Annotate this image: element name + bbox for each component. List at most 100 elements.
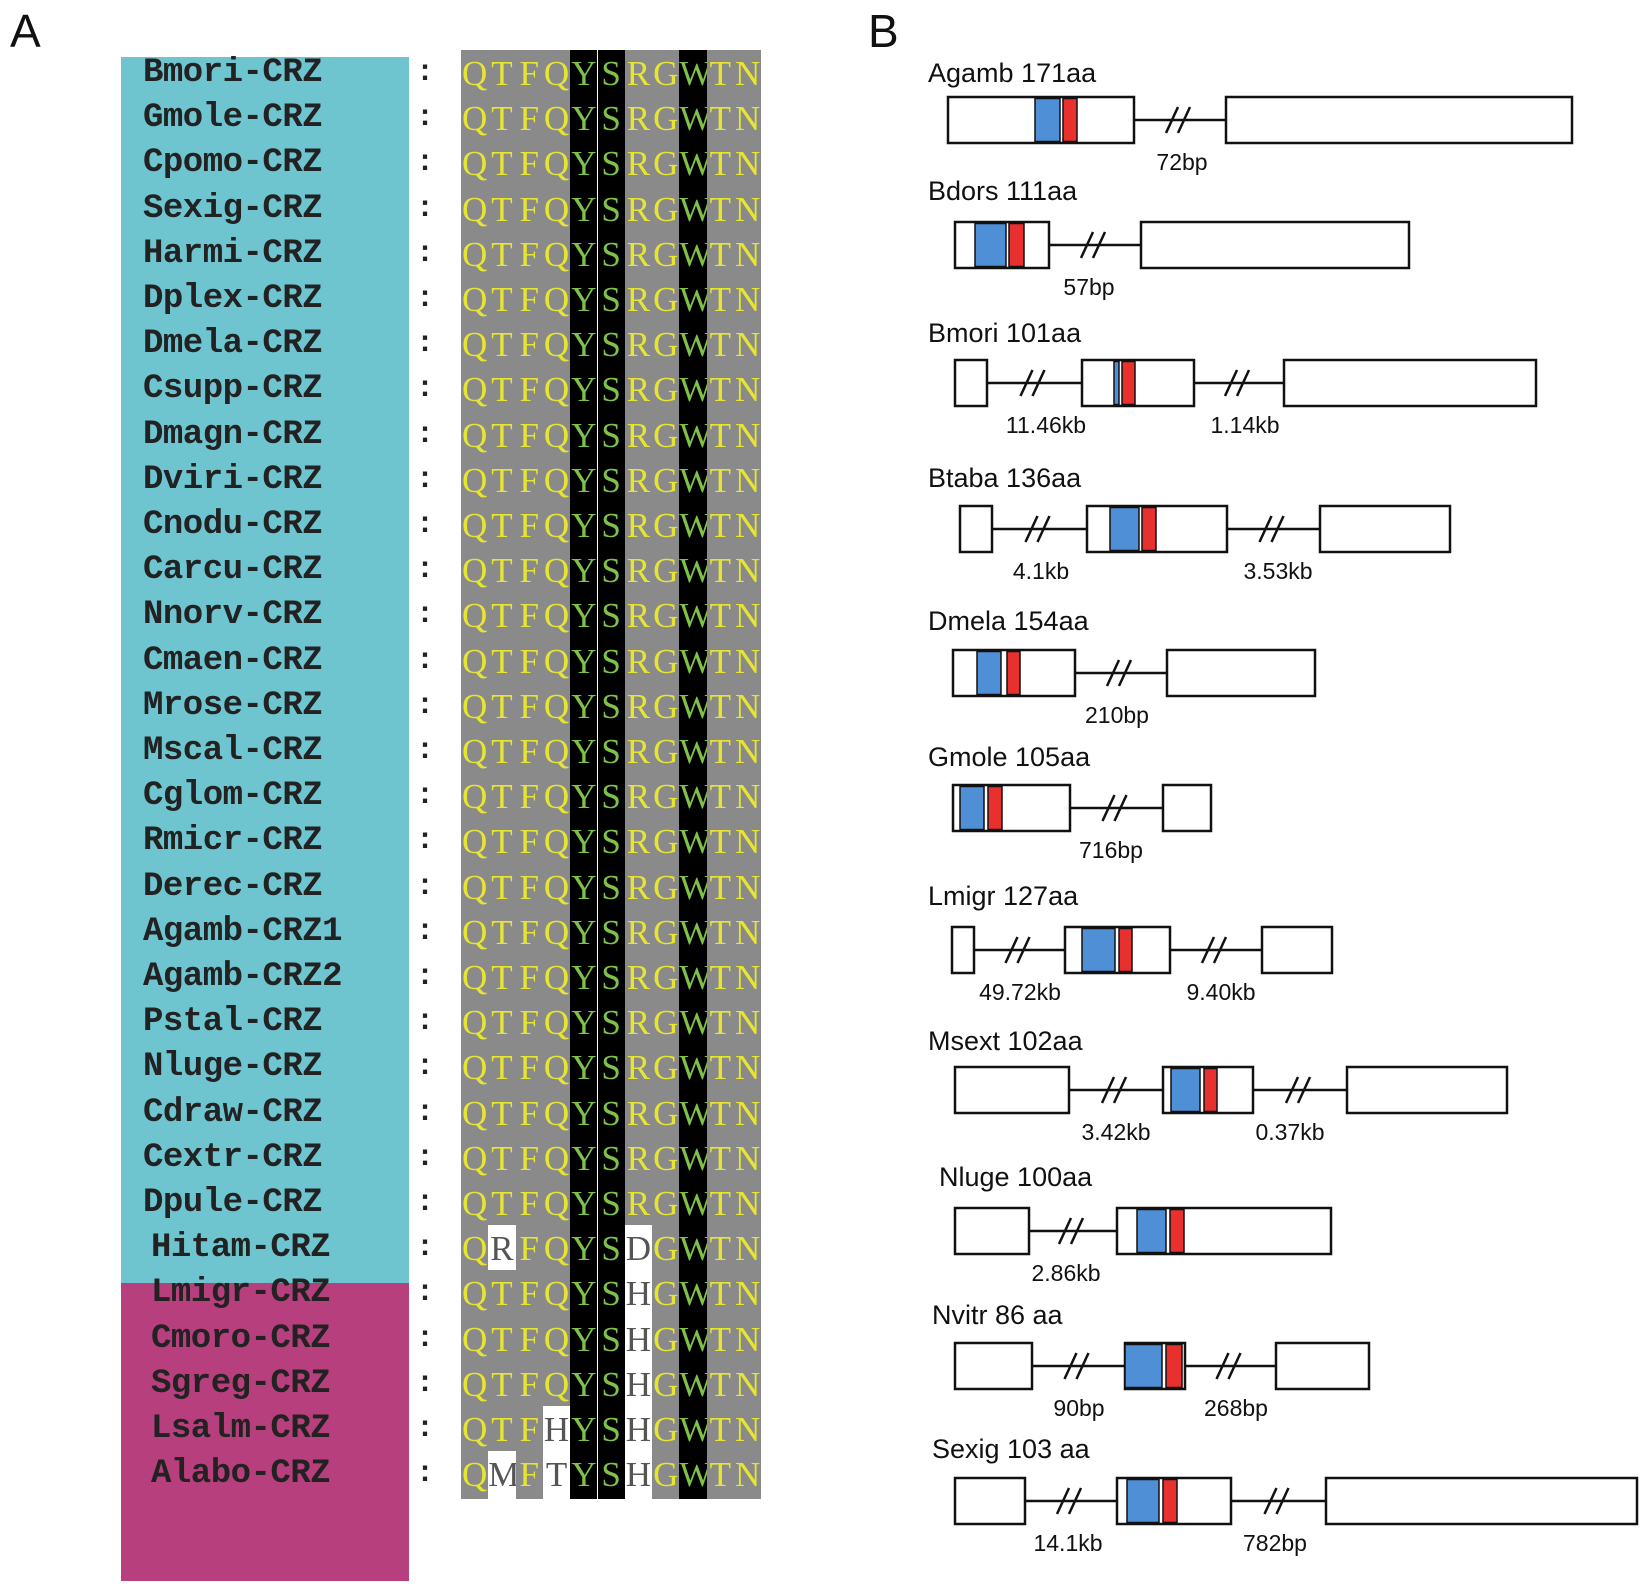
separator-colon: : [416, 1366, 435, 1401]
intron-length-label: 3.53kb [1243, 558, 1312, 584]
separator-colon: : [416, 327, 435, 362]
residue-cell: Q [542, 1180, 571, 1228]
residue-cell: T [706, 50, 734, 98]
residue-cell: F [515, 818, 543, 866]
intron-length-label: 268bp [1204, 1395, 1268, 1421]
residue-cell: T [706, 95, 734, 143]
residue-cell: N [734, 411, 762, 460]
break-mark [1024, 515, 1039, 543]
residue-cell: G [652, 773, 680, 821]
residue-cell: N [734, 818, 762, 866]
separator-colon: : [416, 1140, 435, 1175]
residue-cell: T [706, 185, 734, 234]
separator-colon: : [416, 1050, 435, 1085]
sequence-name: Dviri-CRZ [143, 460, 323, 499]
residue-cell: S [597, 999, 625, 1047]
exon-box [1274, 1341, 1371, 1391]
residue-cell: R [624, 818, 653, 866]
sequence-name: Harmi-CRZ [143, 234, 323, 273]
residue-cell: T [488, 50, 516, 98]
residue-cell: G [652, 999, 680, 1047]
residue-cell: T [488, 773, 516, 821]
residue-cell: Y [570, 411, 598, 460]
residue-cell: G [652, 682, 680, 731]
peptide-precursor-segment [974, 222, 1007, 268]
separator-colon: : [416, 191, 435, 226]
residue-cell: T [706, 592, 734, 640]
residue-cell: H [624, 1270, 653, 1318]
break-mark [1031, 369, 1046, 397]
residue-cell: N [734, 592, 762, 640]
residue-cell: R [624, 547, 653, 595]
residue-cell: R [624, 95, 653, 143]
residue-cell: Q [461, 321, 489, 369]
residue-cell: Q [542, 1089, 571, 1138]
residue-cell: Y [570, 50, 598, 98]
residue-cell: N [734, 1134, 762, 1183]
residue-cell: T [706, 502, 734, 550]
residue-cell: T [706, 863, 734, 912]
gene-title: Nvitr 86 aa [932, 1300, 1064, 1330]
residue-cell: G [652, 1134, 680, 1183]
residue-cell: T [706, 818, 734, 866]
residue-cell: Y [570, 502, 598, 550]
residue-cell: F [515, 366, 543, 414]
panel-label-b: B [868, 5, 899, 57]
residue-cell: Q [461, 1134, 489, 1183]
residue-cell: S [597, 502, 625, 550]
residue-cell: G [652, 728, 680, 776]
residue-cell: W [679, 818, 712, 866]
residue-cell: G [652, 230, 680, 279]
residue-cell: F [515, 547, 543, 595]
separator-colon: : [416, 417, 435, 452]
residue-cell: S [597, 140, 625, 188]
residue-cell: Y [570, 1134, 598, 1183]
residue-cell: G [652, 1406, 680, 1454]
residue-cell: S [597, 95, 625, 143]
residue-cell: Q [461, 1315, 489, 1364]
pink-group-background [121, 1283, 409, 1581]
residue-cell: G [652, 50, 680, 98]
gene-title: Gmole 105aa [928, 742, 1091, 772]
sequence-name: Dpule-CRZ [143, 1184, 323, 1222]
residue-cell: N [734, 95, 762, 143]
break-mark [1235, 369, 1251, 397]
residue-cell: F [515, 1360, 543, 1409]
residue-cell: N [734, 230, 762, 279]
residue-cell: R [488, 1225, 516, 1273]
residue-cell: Y [570, 954, 598, 1002]
residue-cell: T [706, 140, 734, 188]
residue-cell: Y [570, 95, 598, 143]
residue-cell: G [652, 1270, 680, 1318]
residue-cell: N [734, 321, 762, 369]
residue-cell: S [597, 185, 625, 234]
exon-box [953, 358, 989, 408]
residue-cell: S [597, 954, 625, 1002]
residue-cell: S [597, 50, 625, 98]
break-mark [1258, 515, 1273, 543]
residue-cell: T [488, 1089, 516, 1138]
exon-box [1063, 925, 1172, 975]
residue-cell: G [652, 502, 680, 550]
residue-cell: Q [461, 1270, 489, 1318]
break-mark [1113, 794, 1128, 822]
intron-length-label: 9.40kb [1186, 979, 1255, 1005]
residue-cell: F [515, 230, 543, 279]
sequence-name: Mscal-CRZ [143, 732, 323, 770]
intron-length-label: 3.42kb [1081, 1119, 1150, 1145]
separator-colon: : [416, 688, 435, 723]
sequence-name: Cmoro-CRZ [151, 1319, 331, 1358]
peptide-precursor-segment [1081, 927, 1116, 973]
residue-cell: S [597, 863, 625, 912]
mature-peptide-segment [1118, 927, 1133, 973]
residue-cell: N [734, 863, 762, 912]
residue-cell: S [597, 1270, 625, 1318]
residue-cell: Y [570, 1270, 598, 1318]
